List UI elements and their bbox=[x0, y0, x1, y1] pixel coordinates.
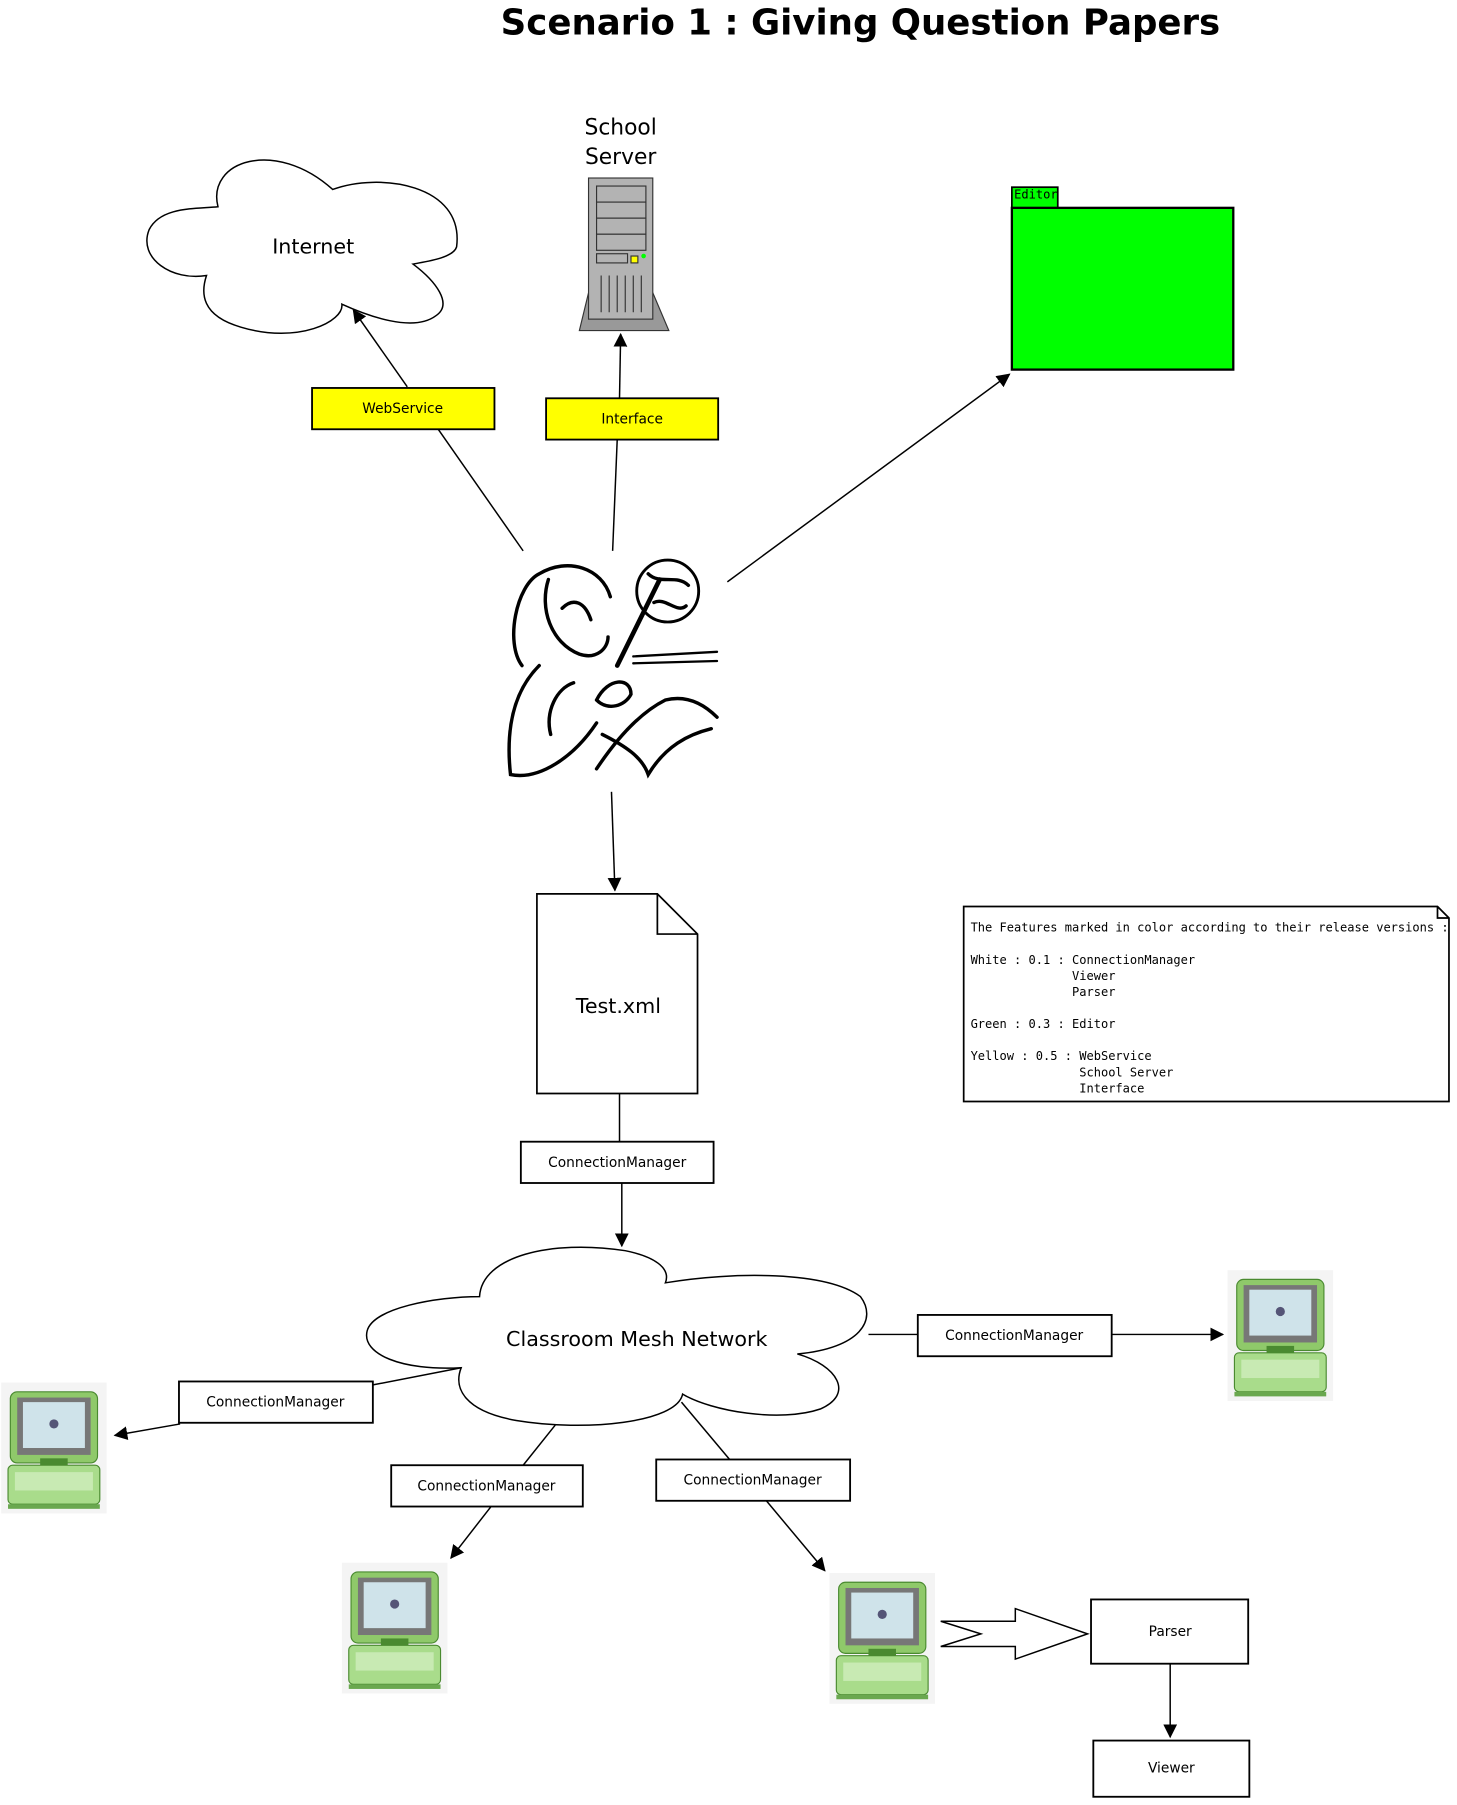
connection-manager-box-main: ConnectionManager bbox=[519, 1140, 715, 1184]
school-server-label-line1: School bbox=[585, 115, 657, 140]
laptop-icon bbox=[1226, 1269, 1334, 1402]
release-note: The Features marked in color according t… bbox=[962, 905, 1450, 1103]
parser-box: Parser bbox=[1090, 1598, 1250, 1665]
laptop-icon bbox=[828, 1572, 936, 1705]
mesh-label: Classroom Mesh Network bbox=[506, 1327, 767, 1351]
note-line: Parser bbox=[971, 985, 1116, 999]
interface-label: Interface bbox=[601, 412, 663, 428]
internet-cloud: Internet bbox=[146, 159, 458, 334]
connector bbox=[437, 428, 524, 552]
arrow-to-server bbox=[613, 332, 628, 399]
connection-manager-label: ConnectionManager bbox=[417, 1478, 555, 1494]
connector bbox=[611, 439, 618, 551]
note-line: The Features marked in color according t… bbox=[971, 921, 1449, 935]
diagram-title: Scenario 1 : Giving Question Papers bbox=[501, 3, 1221, 44]
connector bbox=[522, 1424, 556, 1466]
teacher-icon bbox=[507, 558, 719, 779]
arrow-to-editor bbox=[726, 373, 1011, 583]
webservice-label: WebService bbox=[362, 401, 443, 417]
note-line: Viewer bbox=[971, 969, 1116, 983]
webservice-box: WebService bbox=[311, 387, 496, 431]
school-server-label-line2: Server bbox=[585, 145, 656, 170]
note-line: Yellow : 0.5 : WebService bbox=[971, 1049, 1152, 1063]
note-line: School Server bbox=[971, 1065, 1174, 1079]
parser-label: Parser bbox=[1149, 1624, 1192, 1640]
laptop-icon bbox=[0, 1382, 108, 1514]
connection-manager-label: ConnectionManager bbox=[945, 1328, 1083, 1344]
connector bbox=[680, 1401, 731, 1460]
note-line: Green : 0.3 : Editor bbox=[971, 1017, 1116, 1031]
note-line: White : 0.1 : ConnectionManager bbox=[971, 953, 1196, 967]
test-xml-label: Test.xml bbox=[575, 994, 661, 1018]
arrow-to-test-xml bbox=[607, 791, 622, 892]
internet-label: Internet bbox=[272, 235, 354, 259]
connection-manager-label: ConnectionManager bbox=[684, 1473, 822, 1489]
connection-manager-box-bottom-right: ConnectionManager bbox=[655, 1458, 852, 1502]
connection-manager-box-left: ConnectionManager bbox=[178, 1380, 374, 1424]
arrow-to-laptop bbox=[113, 1423, 181, 1440]
arrow-to-laptop bbox=[765, 1500, 826, 1572]
interface-box: Interface bbox=[545, 397, 720, 441]
laptop-icon bbox=[341, 1562, 448, 1695]
hollow-arrow-to-parser bbox=[940, 1607, 1090, 1661]
editor-folder: Editor bbox=[1010, 186, 1235, 371]
note-line: Interface bbox=[971, 1081, 1145, 1095]
school-server: School Server bbox=[578, 115, 670, 332]
viewer-box: Viewer bbox=[1092, 1739, 1251, 1798]
classroom-mesh-cloud: Classroom Mesh Network bbox=[365, 1246, 868, 1427]
connection-manager-box-right: ConnectionManager bbox=[916, 1314, 1113, 1358]
connection-manager-box-bottom-left: ConnectionManager bbox=[390, 1464, 584, 1508]
viewer-label: Viewer bbox=[1148, 1761, 1195, 1777]
connector bbox=[372, 1366, 462, 1386]
editor-folder-label: Editor bbox=[1014, 188, 1057, 202]
connection-manager-label: ConnectionManager bbox=[548, 1155, 686, 1171]
connection-manager-label: ConnectionManager bbox=[206, 1395, 344, 1411]
arrow-to-internet bbox=[352, 309, 408, 388]
server-icon bbox=[578, 177, 670, 332]
arrow-to-laptop bbox=[450, 1506, 492, 1560]
test-xml-document: Test.xml bbox=[536, 893, 699, 1095]
